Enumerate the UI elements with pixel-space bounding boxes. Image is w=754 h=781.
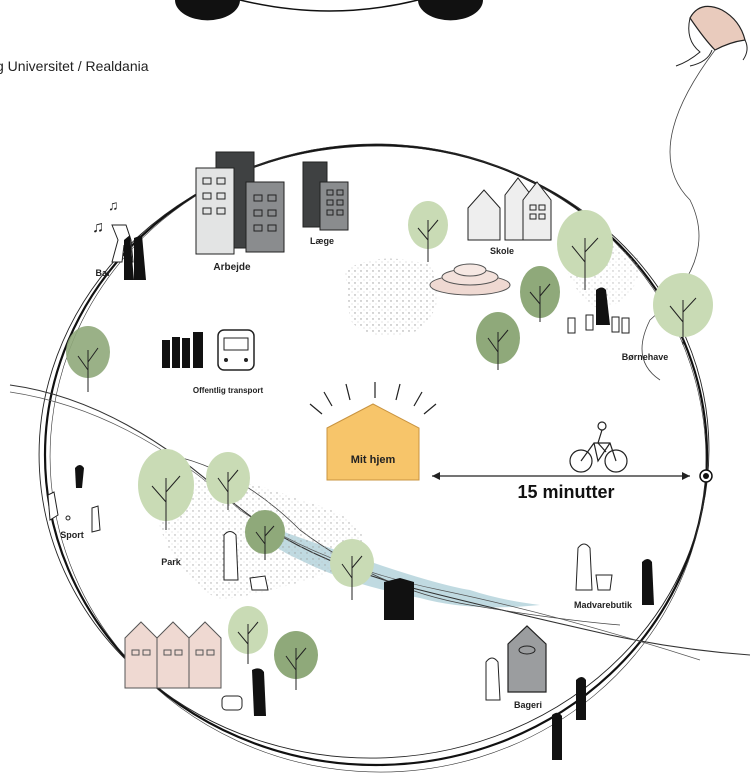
transport-label: Offentlig transport (193, 386, 264, 395)
doctor-building (302, 161, 349, 231)
bicycle-icon (569, 421, 628, 473)
tree-icon (330, 539, 374, 600)
sport-label: Sport (60, 530, 84, 540)
tree-icon (228, 606, 268, 664)
tree-icon (138, 449, 194, 530)
work-buildings (195, 151, 285, 255)
credit-text: g Universitet / Realdania (0, 58, 149, 74)
row-houses (124, 621, 266, 716)
distance-label: 15 minutter (517, 482, 614, 502)
home-label: Mit hjem (351, 454, 396, 466)
tree-icon (245, 510, 285, 560)
bakery-label: Bageri (514, 700, 542, 710)
tree-icon (274, 631, 318, 690)
grocery-label: Madvarebutik (574, 600, 633, 610)
svg-text:♫: ♫ (92, 219, 104, 236)
park-people-icon (223, 531, 414, 620)
tree-icon (476, 312, 520, 370)
grocery-people-icon (575, 543, 654, 605)
kindergarten-people-icon (567, 287, 630, 334)
tree-icon (206, 452, 250, 510)
park-label: Park (161, 557, 182, 567)
bakery-building (485, 625, 586, 760)
tree-icon (66, 326, 110, 392)
tree-icon (557, 210, 613, 290)
work-label: Arbejde (213, 262, 251, 273)
sport-people-icon (47, 465, 101, 533)
kite-icon (641, 5, 748, 381)
svg-text:♫: ♫ (108, 197, 119, 213)
school-buildings (429, 177, 552, 296)
kindergarten-label: Børnehave (622, 352, 669, 362)
tree-icon (653, 273, 713, 345)
bar-people-icon: ♫ ♫ (92, 197, 146, 280)
tree-icon (520, 266, 560, 322)
school-label: Skole (490, 246, 514, 256)
distance-arrow (432, 469, 713, 483)
top-glasses-decoration (175, 0, 483, 21)
doctor-label: Læge (310, 236, 334, 246)
fifteen-minute-radius-circle (38, 143, 710, 773)
bar-label: Bar (95, 268, 111, 278)
home-icon (309, 382, 437, 481)
trees (66, 201, 713, 690)
public-transport-icon (162, 329, 255, 371)
tree-icon (408, 201, 448, 262)
